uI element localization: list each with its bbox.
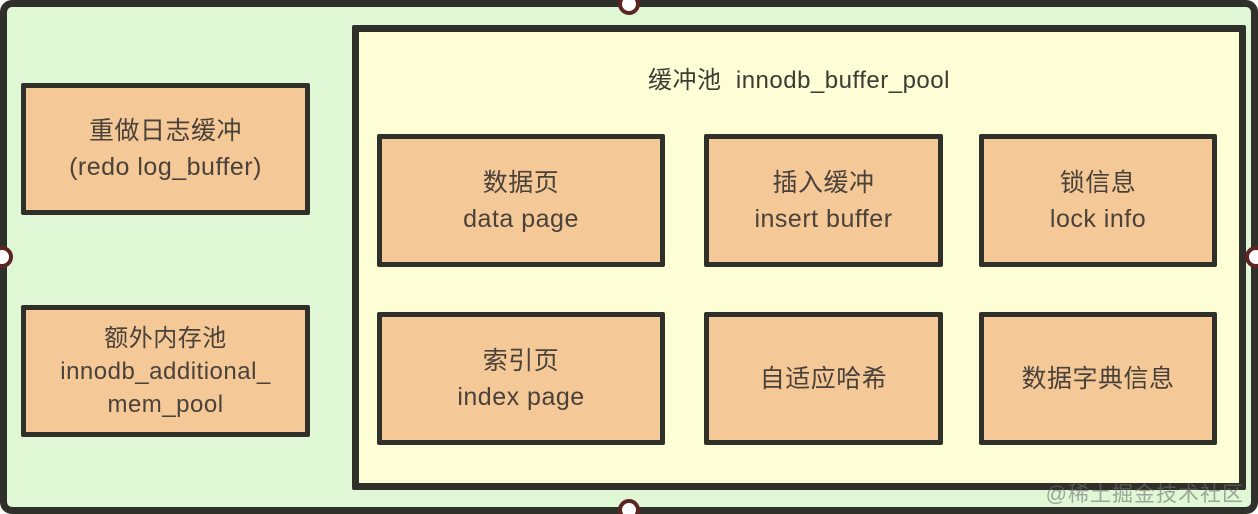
index-page-label-cn: 索引页 xyxy=(482,346,560,375)
insert-buffer-box: 插入缓冲 insert buffer xyxy=(704,134,943,267)
lock-info-box: 锁信息 lock info xyxy=(979,134,1217,267)
insert-buffer-label-cn: 插入缓冲 xyxy=(772,168,875,197)
additional-mem-pool-box: 额外内存池 innodb_additional_ mem_pool xyxy=(21,305,310,437)
adaptive-hash-box: 自适应哈希 xyxy=(704,312,943,445)
data-page-box: 数据页 data page xyxy=(377,134,665,267)
data-page-label-cn: 数据页 xyxy=(482,168,560,197)
connector-handle-bottom-icon xyxy=(618,499,640,514)
index-page-label-en: index page xyxy=(457,382,585,411)
insert-buffer-label-en: insert buffer xyxy=(754,204,893,233)
redo-log-buffer-label-cn: 重做日志缓冲 xyxy=(88,117,242,145)
lock-info-label-cn: 锁信息 xyxy=(1059,168,1137,197)
buffer-pool-container: 缓冲池 innodb_buffer_pool 数据页 data page 插入缓… xyxy=(352,25,1246,490)
data-dictionary-box: 数据字典信息 xyxy=(979,312,1217,445)
connector-handle-right-icon xyxy=(1245,246,1258,268)
lock-info-label-en: lock info xyxy=(1049,204,1147,233)
adaptive-hash-label-cn: 自适应哈希 xyxy=(759,364,888,393)
data-page-label-en: data page xyxy=(463,204,579,233)
connector-handle-left-icon xyxy=(0,246,13,268)
redo-log-buffer-label-en: (redo log_buffer) xyxy=(69,153,262,181)
buffer-pool-title: 缓冲池 innodb_buffer_pool xyxy=(648,67,950,94)
index-page-box: 索引页 index page xyxy=(377,312,665,445)
additional-mem-pool-label-en-2: mem_pool xyxy=(107,390,224,418)
redo-log-buffer-box: 重做日志缓冲 (redo log_buffer) xyxy=(21,83,310,215)
additional-mem-pool-label-cn: 额外内存池 xyxy=(104,324,227,352)
juejin-watermark: @稀土掘金技术社区 xyxy=(1045,483,1244,506)
data-dictionary-label-cn: 数据字典信息 xyxy=(1021,364,1175,393)
additional-mem-pool-label-en-1: innodb_additional_ xyxy=(60,357,271,385)
connector-handle-top-icon xyxy=(618,0,640,15)
